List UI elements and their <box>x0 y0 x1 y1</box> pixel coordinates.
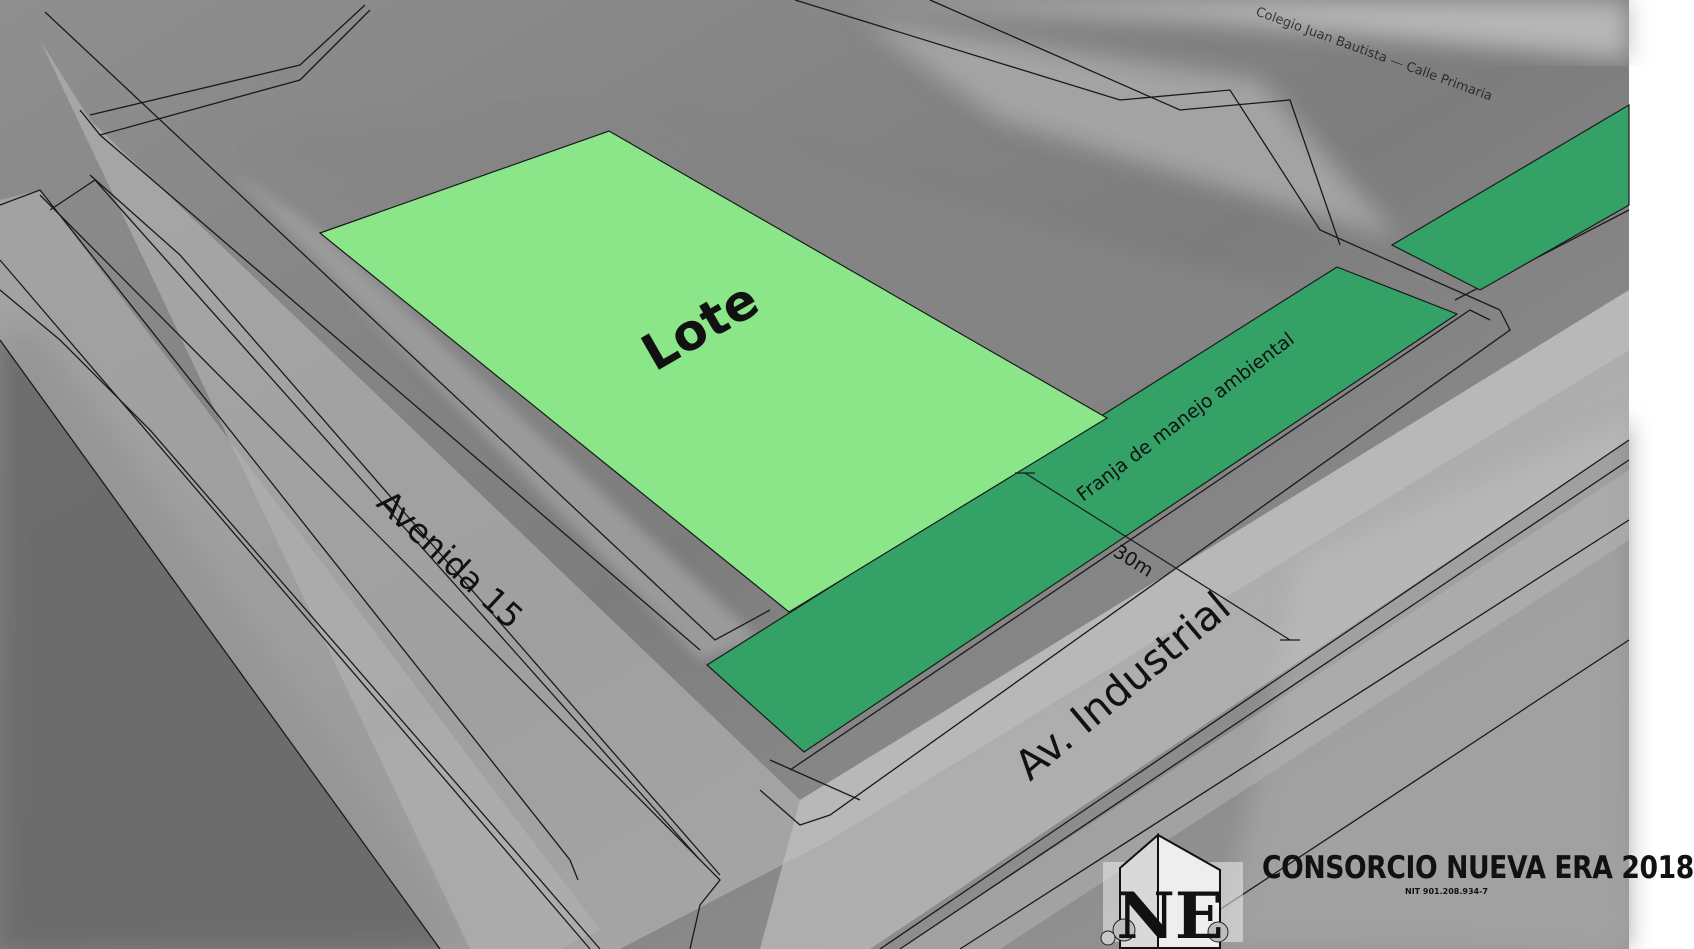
parcel-outlines <box>0 0 1630 949</box>
lote-parcel <box>318 130 1109 613</box>
brand-logo: NE <box>1100 832 1243 949</box>
franja-strip-upper <box>1390 103 1630 291</box>
road-avenida-15 <box>0 40 1629 949</box>
map-canvas: Colegio Juan Bautista — Calle Primaria 3… <box>0 0 1630 949</box>
logo-letters: NE <box>1116 879 1223 949</box>
dimension-30m <box>1015 472 1300 641</box>
road-av-industrial <box>760 290 1629 949</box>
brand-title: CONSORCIO NUEVA ERA 2018 <box>1262 850 1694 886</box>
brand-nit: NIT 901.208.934-7 <box>1405 887 1488 896</box>
